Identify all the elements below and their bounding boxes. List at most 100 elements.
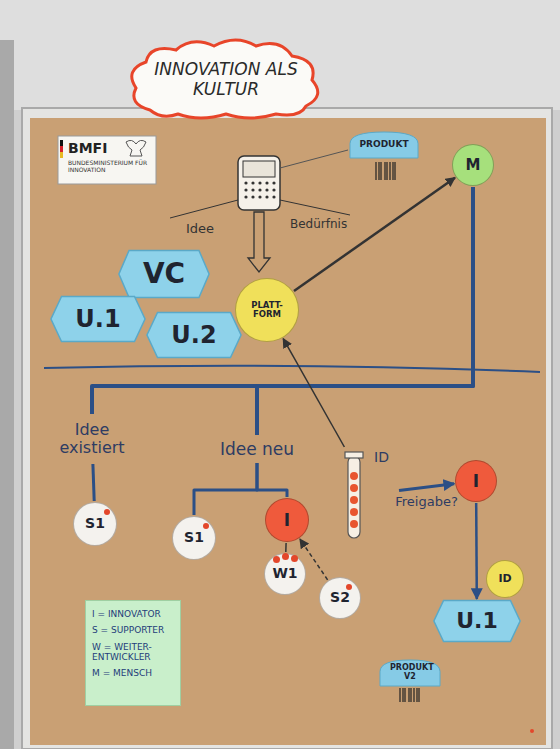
tube-dot: [350, 472, 358, 480]
legend-row: I = INNOVATOR: [92, 609, 174, 619]
node-label: U.1: [75, 306, 120, 332]
supporter-circle: S2: [319, 577, 361, 619]
node-label: Idee existiert: [48, 421, 136, 456]
phone-sketch: [238, 156, 280, 210]
edge-label: Freigabe?: [393, 495, 460, 510]
node-label: S2: [330, 590, 350, 605]
legend-text: W = WEITER-ENTWICKLER: [92, 642, 174, 663]
tube-drawing: [344, 448, 398, 540]
door-frame: [0, 40, 14, 749]
node-label: S1: [184, 530, 204, 545]
node-label: U.2: [171, 322, 216, 348]
logo-card: [58, 136, 156, 184]
hexagon-card: U.2: [146, 312, 242, 358]
tube-body: [348, 456, 360, 538]
eagle-sketch: [126, 140, 146, 156]
hexagon-fill: [434, 600, 520, 641]
connector: [294, 178, 455, 291]
supporter-circle: S1: [73, 502, 117, 546]
tube-dot: [350, 484, 358, 492]
node-label: U.1: [456, 609, 498, 633]
platform-circle: PLATT-FORM: [235, 278, 299, 342]
logo-subtext: BUNDESMINISTERIUM FÜR INNOVATION: [68, 160, 150, 174]
board-frame: [22, 108, 552, 749]
title-text: INNOVATION ALS KULTUR: [140, 60, 312, 99]
person-circle: M: [452, 144, 494, 186]
node-label: PLATT-FORM: [245, 301, 289, 320]
connector: [194, 463, 257, 515]
legend-row: S = SUPPORTER: [92, 625, 174, 635]
tube-dot: [350, 496, 358, 504]
branch-label: Idee existiert: [48, 415, 136, 463]
phone-screen: [243, 161, 275, 177]
node-label: W1: [272, 566, 297, 581]
node-label: S1: [85, 516, 105, 531]
logo-text: BMFI: [68, 140, 107, 156]
marker-dot: [104, 509, 110, 515]
innovator-circle: I: [265, 498, 309, 542]
node-label: I: [284, 511, 290, 530]
tube-dot: [350, 520, 358, 528]
connector: [283, 339, 344, 447]
need-line: [280, 200, 350, 215]
legend-row: W = WEITER-ENTWICKLER: [92, 642, 174, 663]
node-label: ID: [374, 450, 389, 465]
marker-dot: [203, 523, 209, 529]
flag-stripe: [60, 146, 63, 152]
tag-fill: [380, 660, 440, 686]
product-tag: PRODUKT V2: [380, 660, 440, 686]
paper: [30, 118, 546, 745]
barcode: [376, 162, 395, 180]
node-label: I: [473, 472, 479, 491]
phone-keys: [244, 181, 275, 198]
annotation: Bedürfnis: [290, 218, 347, 232]
marker-dot: [273, 556, 280, 563]
node-label: Idee neu: [220, 440, 294, 459]
branch-label: Idee neu: [205, 436, 309, 462]
node-label: VC: [143, 259, 185, 290]
legend-row: M = MENSCH: [92, 668, 174, 678]
flag-stripe: [60, 152, 63, 158]
connector: [285, 543, 287, 552]
marker-dot: [282, 553, 289, 560]
node-label: PRODUKT: [359, 140, 408, 150]
connector: [399, 484, 454, 491]
connector: [93, 464, 94, 501]
title-cloud: [132, 40, 318, 118]
legend-note: I = INNOVATOR S = SUPPORTER W = WEITER-ENT…: [85, 600, 181, 706]
connector: [92, 187, 473, 414]
tube-cap: [345, 452, 363, 458]
node-label: PRODUKT V2: [390, 664, 430, 682]
product-tag: PRODUKT: [350, 132, 418, 158]
node-label: M: [466, 157, 481, 174]
idea-line: [170, 200, 238, 218]
annotation: Idee: [186, 222, 214, 237]
flag-stripe: [60, 140, 63, 146]
product-line: [280, 150, 348, 168]
pin: [530, 729, 534, 733]
innovator-circle: I: [455, 460, 497, 502]
tag-fill: [350, 132, 418, 158]
id-circle: ID: [486, 560, 524, 598]
connector: [475, 503, 478, 599]
hexagon-fill: [119, 250, 209, 297]
connector: [257, 463, 287, 497]
supporter-circle: S1: [172, 516, 216, 560]
developer-circle: W1: [264, 553, 306, 595]
legend-text: S = SUPPORTER: [92, 625, 164, 635]
hollow-arrow: [248, 212, 270, 272]
hexagon-fill: [147, 312, 241, 357]
hexagon-fill: [51, 296, 145, 341]
hexagon-card: VC: [118, 250, 210, 298]
hexagon-card: U.1: [50, 296, 146, 342]
marker-dot: [291, 555, 298, 562]
id-tube: ID: [344, 448, 398, 540]
barcode: [400, 688, 419, 702]
legend-text: M = MENSCH: [92, 668, 152, 678]
divider-line: [44, 366, 540, 372]
node-label: ID: [498, 573, 511, 585]
marker-dot: [346, 584, 352, 590]
tube-dot: [350, 508, 358, 516]
